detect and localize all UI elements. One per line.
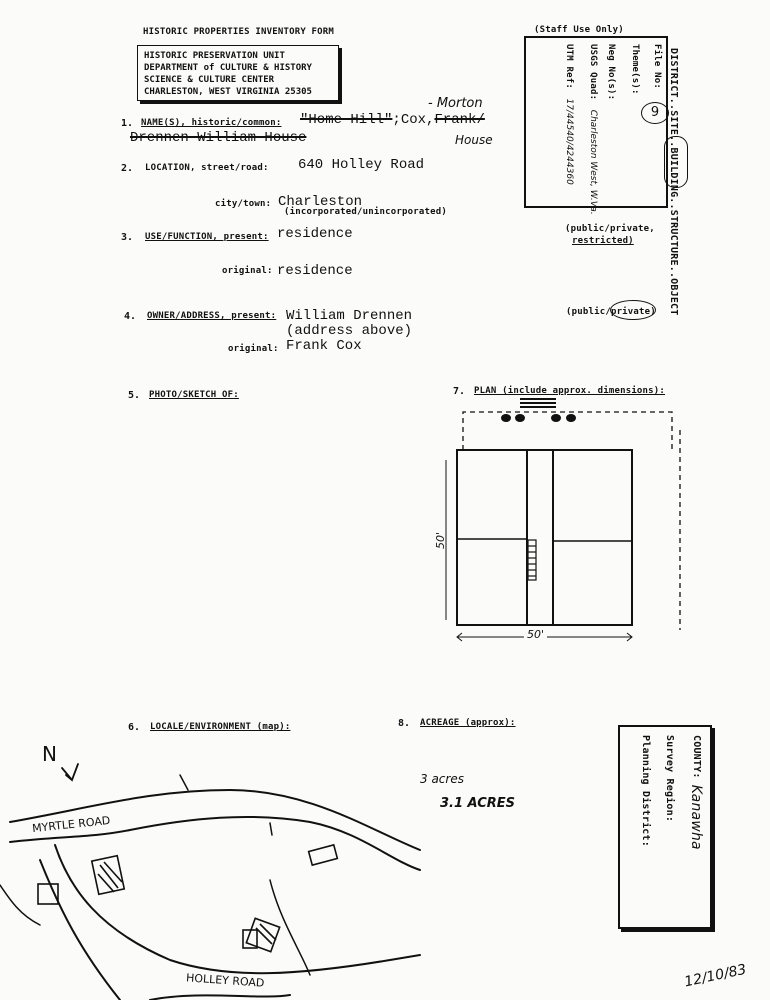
plan-steps bbox=[520, 398, 556, 408]
agency-line: DEPARTMENT of CULTURE & HISTORY bbox=[144, 63, 312, 73]
owner-original-value: Frank Cox bbox=[286, 338, 362, 354]
driveway bbox=[269, 879, 311, 976]
north-label: N bbox=[42, 742, 57, 766]
city-value: Charleston bbox=[278, 194, 363, 210]
owner-present-line2: (address above) bbox=[286, 323, 413, 339]
use-present-value: residence bbox=[277, 226, 353, 242]
agency-box: HISTORIC PRESERVATION UNIT DEPARTMENT of… bbox=[137, 45, 339, 101]
acreage-handwritten-2: 3.1 ACRES bbox=[440, 796, 516, 811]
item4-label: OWNER/ADDRESS, present: bbox=[147, 311, 277, 321]
building-circle bbox=[664, 136, 688, 188]
utm-ref: UTM Ref: 17/44540/4244360 bbox=[564, 44, 574, 185]
incorporated-options: (incorporated/unincorporated) bbox=[284, 207, 447, 217]
name-value: ;Cox, bbox=[392, 112, 435, 128]
planning-district-label: Planning District: bbox=[640, 735, 651, 847]
agency-line: SCIENCE & CULTURE CENTER bbox=[144, 75, 275, 85]
myrtle-road-upper-edge bbox=[9, 788, 421, 851]
holley-road-lower-edge bbox=[39, 859, 121, 1000]
staff-use-box: File No: 9 Theme(s): Neg No(s): USGS Qua… bbox=[524, 36, 669, 215]
agency-line: CHARLESTON, WEST VIRGINIA 25305 bbox=[144, 87, 312, 97]
acreage-handwritten-1: 3 acres bbox=[420, 772, 464, 786]
holley-road-upper-edge bbox=[54, 844, 421, 975]
item2-number: 2. bbox=[121, 163, 134, 174]
map-buildings bbox=[37, 843, 339, 953]
item7-number: 7. bbox=[453, 386, 466, 397]
owner-original-label: original: bbox=[228, 344, 279, 354]
handwritten-house: House bbox=[455, 133, 493, 147]
item3-number: 3. bbox=[121, 232, 134, 243]
file-no-value: 9 bbox=[641, 102, 669, 124]
item6-label: LOCALE/ENVIRONMENT (map): bbox=[150, 722, 291, 732]
plan-dim-arrow-left bbox=[456, 632, 463, 642]
side-path bbox=[0, 884, 41, 926]
struck-first-name: Frank/ bbox=[434, 112, 485, 128]
item6-number: 6. bbox=[128, 722, 141, 733]
owner-present-line1: William Drennen bbox=[286, 308, 413, 324]
myrtle-road-lower-edge bbox=[9, 815, 421, 871]
north-arrow bbox=[61, 763, 79, 782]
form-title: HISTORIC PROPERTIES INVENTORY FORM bbox=[143, 27, 335, 37]
use-ownership-status: (public/private, bbox=[565, 224, 655, 234]
plan-columns bbox=[501, 414, 576, 422]
county-box: COUNTY: Kanawha Survey Region: Planning … bbox=[618, 725, 712, 929]
agency-line: HISTORIC PRESERVATION UNIT bbox=[144, 51, 285, 61]
file-no-label: File No: bbox=[652, 44, 662, 89]
item1-number: 1. bbox=[121, 118, 134, 129]
holley-road-inner-edge bbox=[149, 994, 291, 1000]
item4-number: 4. bbox=[124, 311, 137, 322]
staff-use-label: (Staff Use Only) bbox=[534, 25, 624, 35]
path-tick bbox=[179, 774, 189, 791]
use-original-label: original: bbox=[222, 266, 273, 276]
plan-porch-outline bbox=[462, 411, 673, 450]
street-value: 640 Holley Road bbox=[298, 157, 425, 173]
item1-name-line-2: Drennen-William House bbox=[130, 130, 307, 146]
path-tick bbox=[269, 822, 273, 836]
item8-label: ACREAGE (approx): bbox=[420, 718, 516, 728]
neg-no-label: Neg No(s): bbox=[606, 44, 616, 101]
use-original-value: residence bbox=[277, 263, 353, 279]
theme-label: Theme(s): bbox=[630, 44, 640, 95]
handwritten-morton: - Morton bbox=[428, 96, 483, 111]
plan-main-block bbox=[456, 449, 633, 626]
neighbor-annex bbox=[242, 929, 258, 949]
use-restricted: restricted) bbox=[572, 236, 634, 246]
survey-region-label: Survey Region: bbox=[664, 735, 675, 823]
plan-dimension-bottom: 50' bbox=[524, 628, 548, 641]
item8-number: 8. bbox=[398, 718, 411, 729]
county-line: COUNTY: Kanawha bbox=[688, 735, 704, 850]
item5-number: 5. bbox=[128, 390, 141, 401]
item3-label: USE/FUNCTION, present: bbox=[145, 232, 269, 242]
item2-label: LOCATION, street/road: bbox=[145, 163, 269, 173]
usgs-quad: USGS Quad: Charleston West, W.Va. bbox=[588, 44, 598, 215]
city-label: city/town: bbox=[215, 199, 272, 209]
outbuilding bbox=[37, 883, 59, 905]
item7-label: PLAN (include approx. dimensions): bbox=[474, 386, 666, 396]
private-circle bbox=[610, 300, 656, 320]
plan-dim-arrow-right bbox=[626, 632, 633, 642]
struck-historic-name: "Home Hill" bbox=[300, 112, 393, 128]
garage bbox=[307, 843, 339, 867]
item1-name-line: "Home Hill";Cox,Frank/ bbox=[300, 112, 485, 128]
item5-label: PHOTO/SKETCH OF: bbox=[149, 390, 239, 400]
plan-stair bbox=[527, 539, 537, 581]
item1-label: NAME(S), historic/common: bbox=[141, 118, 282, 128]
main-house bbox=[90, 854, 126, 896]
